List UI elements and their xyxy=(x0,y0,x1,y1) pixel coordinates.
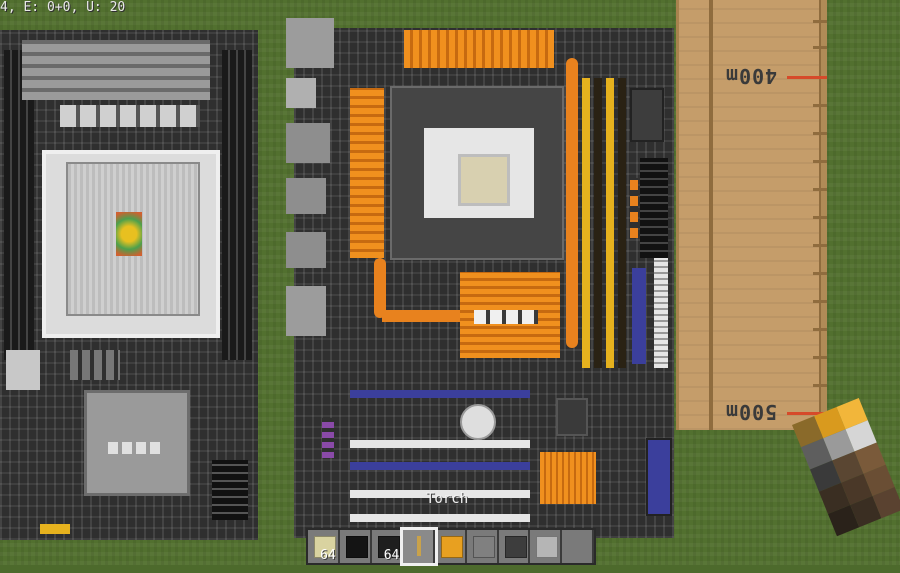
left-motherboard xyxy=(0,30,258,540)
pcie-slot-1 xyxy=(350,390,530,398)
hotbar-slot-7[interactable] xyxy=(498,530,531,563)
gray-block-icon xyxy=(472,536,495,558)
hotbar-slot-5[interactable] xyxy=(435,530,467,563)
ram-slot-4 xyxy=(618,78,626,368)
black-wool-icon xyxy=(377,536,400,558)
purple-caps xyxy=(322,418,334,458)
pci-slot-5 xyxy=(350,514,530,522)
bios-chip xyxy=(556,398,588,436)
hotbar-slot-count: 64 xyxy=(320,548,336,563)
ram-slot-2 xyxy=(594,78,602,368)
hotbar-slot-4[interactable] xyxy=(400,527,439,566)
round-battery xyxy=(460,404,496,440)
ruler-tick-400 xyxy=(787,76,827,79)
pcie-slot-4 xyxy=(350,490,530,498)
ram-slots-right xyxy=(222,50,252,360)
debug-overlay-text: 4, E: 0+0, U: 20 xyxy=(0,0,126,15)
pin-header xyxy=(212,460,248,520)
vrm-chokes xyxy=(60,105,200,127)
torch-icon xyxy=(409,536,430,556)
chipset-heatsink-label xyxy=(474,310,538,324)
yellow-jumper xyxy=(40,524,70,534)
sata-ports xyxy=(630,88,664,142)
orange-block-icon xyxy=(441,536,464,558)
small-components xyxy=(70,350,120,380)
heat-pipe-bottom xyxy=(374,258,386,318)
wooden-ruler: 400m 500m xyxy=(676,0,827,430)
vrm-heatsink xyxy=(22,40,210,100)
main-motherboard xyxy=(286,18,674,538)
atx-power xyxy=(640,158,668,258)
cpu-socket-center xyxy=(458,154,510,206)
hotbar[interactable]: 64 64 xyxy=(306,527,596,566)
io-port-3 xyxy=(286,123,330,163)
ram-slots-left xyxy=(4,50,34,360)
top-heatsink xyxy=(404,30,554,68)
pcie-slot-3 xyxy=(350,462,530,470)
heat-pipe-right xyxy=(566,58,578,348)
pcie-slot-2 xyxy=(350,440,530,448)
io-port-2 xyxy=(286,78,316,108)
io-row-left xyxy=(6,350,40,390)
io-port-5 xyxy=(286,232,326,268)
hotbar-slot-1[interactable]: 64 xyxy=(308,530,340,563)
cpu-die xyxy=(116,212,142,256)
chipset-label xyxy=(108,442,164,454)
end-stone-icon xyxy=(314,536,336,558)
io-port-6 xyxy=(286,286,326,336)
ide-connector xyxy=(654,258,668,368)
ram-slot-1 xyxy=(582,78,590,368)
blue-sata-right xyxy=(646,438,672,516)
io-port-4 xyxy=(286,178,326,214)
ruler-tick-500 xyxy=(787,412,827,415)
southbridge-heatsink xyxy=(540,452,596,504)
left-heatsink xyxy=(350,88,384,258)
hotbar-slot-2[interactable] xyxy=(339,530,372,563)
light-gray-block-icon xyxy=(536,536,559,558)
blue-floppy xyxy=(632,268,646,364)
hotbar-slot-3[interactable]: 64 xyxy=(371,530,404,563)
ram-slot-3 xyxy=(606,78,614,368)
hotbar-slot-count: 64 xyxy=(383,548,400,563)
dark-gray-block-icon xyxy=(504,536,527,558)
hotbar-slot-6[interactable] xyxy=(466,530,499,563)
hotbar-slot-9[interactable] xyxy=(562,530,595,563)
heat-pipe-bottom-h xyxy=(382,310,462,322)
ruler-label-500: 500m xyxy=(725,400,778,424)
held-item-tooltip: Torch xyxy=(426,491,469,507)
orange-sata xyxy=(630,178,638,238)
ruler-label-400: 400m xyxy=(725,64,778,88)
hotbar-slot-8[interactable] xyxy=(530,530,563,563)
io-port-1 xyxy=(286,18,334,68)
chipset-cooler xyxy=(84,390,190,496)
black-concrete-icon xyxy=(345,536,368,558)
